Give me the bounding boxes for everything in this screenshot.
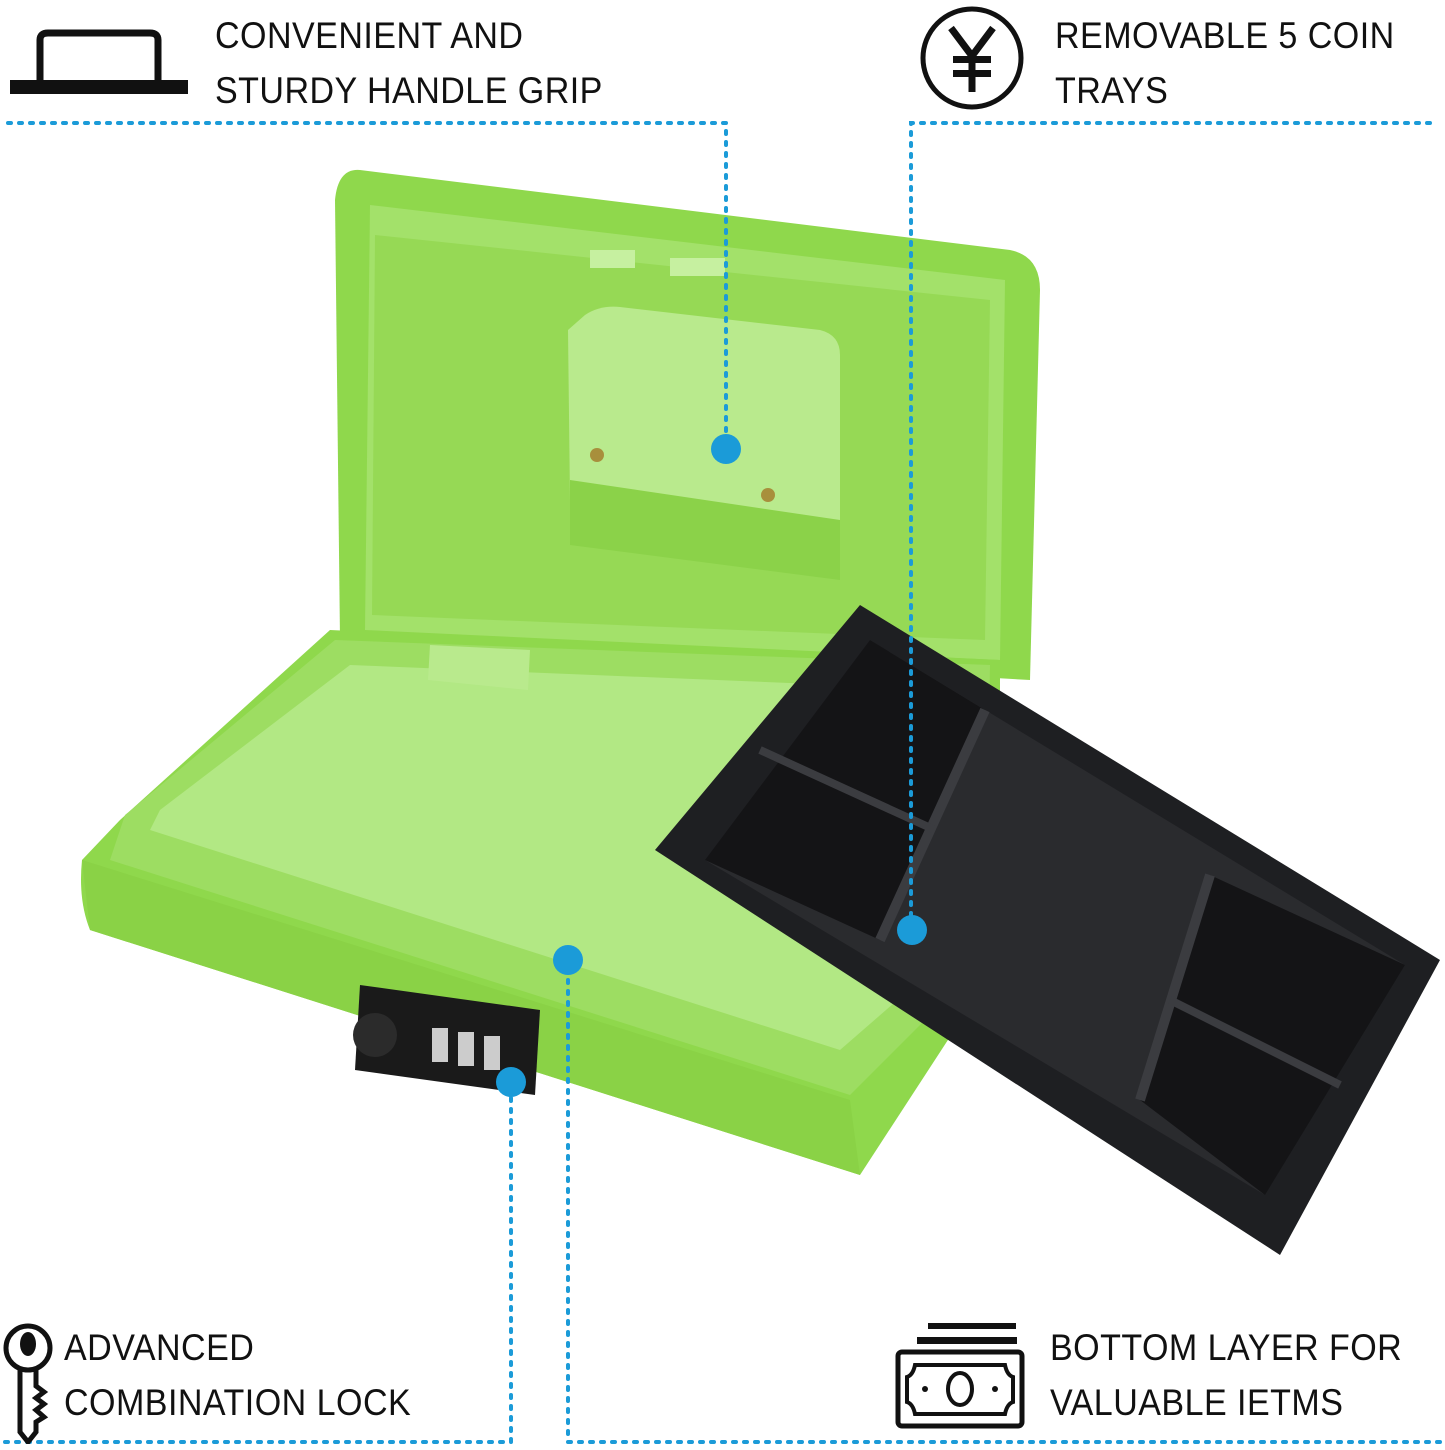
feature-handle: CONVENIENT AND STURDY HANDLE GRIP: [215, 8, 603, 118]
feature-trays: REMOVABLE 5 COIN TRAYS: [1055, 8, 1395, 118]
feature-trays-line2: TRAYS: [1055, 70, 1169, 111]
handle-icon: [10, 29, 188, 94]
feature-lock-line1: ADVANCED: [64, 1327, 255, 1368]
feature-bottom-line1: BOTTOM LAYER FOR: [1050, 1327, 1403, 1368]
cash-box-lid: [335, 169, 1040, 680]
feature-bottom: BOTTOM LAYER FOR VALUABLE IETMS: [1050, 1320, 1402, 1430]
yen-coin-icon: [920, 6, 1024, 110]
callout-lines: [3, 121, 1442, 1444]
callout-lock: [3, 1080, 513, 1444]
callout-dot-lock: [496, 1067, 526, 1097]
callout-bottom: [566, 958, 1442, 1444]
feature-lock: ADVANCED COMBINATION LOCK: [64, 1320, 411, 1430]
callout-dot-trays: [897, 915, 927, 945]
feature-handle-line2: STURDY HANDLE GRIP: [215, 70, 603, 111]
callout-dot-bottom: [553, 945, 583, 975]
feature-bottom-line2: VALUABLE IETMS: [1050, 1382, 1344, 1423]
feature-lock-line2: COMBINATION LOCK: [64, 1382, 412, 1423]
feature-trays-line1: REMOVABLE 5 COIN: [1055, 15, 1395, 56]
feature-handle-line1: CONVENIENT AND: [215, 15, 524, 56]
callout-trays: [909, 121, 1432, 932]
combination-lock: [353, 985, 540, 1095]
banknote-stack-icon: [895, 1323, 1025, 1429]
coin-tray: [655, 605, 1440, 1255]
callout-dot-handle: [711, 434, 741, 464]
key-icon: [3, 1323, 53, 1444]
callout-handle: [6, 121, 728, 451]
